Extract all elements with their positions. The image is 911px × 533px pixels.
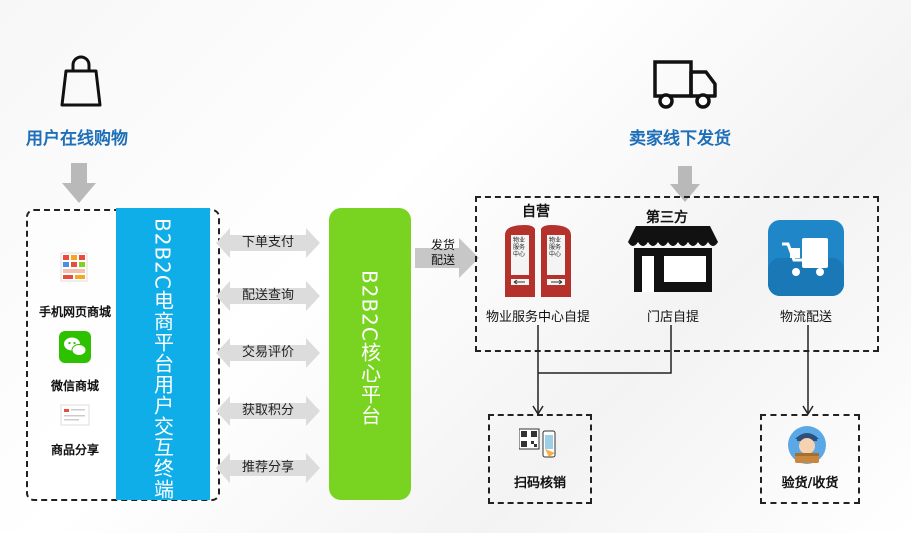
core-platform-bar: B2B2C核心平台: [329, 208, 411, 500]
store-icon: [628, 226, 718, 292]
property-sign-left: 物业服务中心: [512, 237, 525, 258]
channel-label-wechat: 微信商城: [50, 379, 99, 393]
channel-label-mobile: 手机网页商城: [38, 305, 111, 319]
outcome-label-scan: 扫码核销: [513, 476, 566, 491]
interaction-delivery-query: 配送查询: [216, 281, 320, 311]
fulfillment-label-property: 物业服务中心自提: [485, 310, 590, 325]
ship-label-line2: 配送: [431, 253, 456, 267]
fulfillment-box: [475, 196, 879, 352]
interaction-label-recommend-share: 推荐分享: [241, 460, 294, 475]
interaction-recommend-share: 推荐分享: [216, 453, 320, 483]
ship-arrow: [415, 238, 479, 278]
property-center-icon: [503, 223, 573, 297]
fulfillment-label-store: 门店自提: [646, 310, 699, 325]
channel-label-share: 商品分享: [50, 443, 99, 457]
down-arrow-right: [670, 166, 700, 206]
interaction-label-delivery-query: 配送查询: [241, 288, 294, 303]
delivery-truck-icon: [652, 58, 718, 110]
interaction-label-points: 获取积分: [241, 403, 294, 418]
third-party-label: 第三方: [646, 210, 688, 226]
product-share-icon: [60, 404, 90, 426]
outcome-box-scan: [488, 414, 592, 504]
seller-offline-shipping-title: 卖家线下发货: [629, 129, 731, 149]
outcome-box-receive: [760, 414, 860, 504]
courier-icon: [787, 425, 827, 465]
self-operated-label: 自营: [522, 204, 550, 220]
ship-label: 发货 配送: [431, 238, 455, 268]
ship-label-line1: 发货: [431, 238, 456, 252]
user-online-shopping-title: 用户在线购物: [26, 129, 128, 149]
interaction-label-order-pay: 下单支付: [241, 235, 294, 250]
mobile-shop-icon: [60, 252, 88, 282]
wechat-icon: [59, 331, 91, 363]
interaction-review: 交易评价: [216, 338, 320, 368]
logistics-truck-icon: [768, 220, 844, 296]
outcome-label-receive: 验货/收货: [781, 476, 839, 491]
interaction-label-review: 交易评价: [241, 345, 294, 360]
property-sign-right: 物业服务中心: [548, 237, 561, 258]
down-arrow-left: [62, 163, 96, 207]
fulfillment-label-logistics: 物流配送: [779, 310, 832, 325]
qr-scan-icon: [518, 427, 557, 463]
interaction-points: 获取积分: [216, 396, 320, 426]
user-terminal-label: B2B2C电商平台用户交互终端: [150, 218, 175, 500]
shopping-bag-icon: [60, 55, 102, 107]
interaction-order-pay: 下单支付: [216, 228, 320, 258]
user-terminal-bar: B2B2C电商平台用户交互终端: [116, 208, 210, 500]
core-platform-label: B2B2C核心平台: [357, 270, 382, 426]
